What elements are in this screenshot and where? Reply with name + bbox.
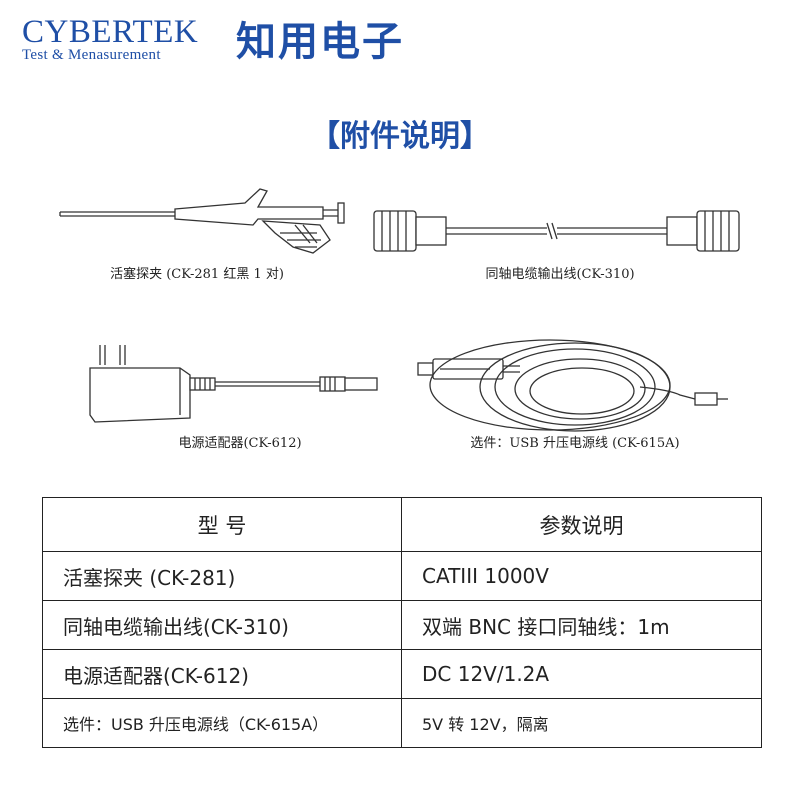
coaxial-cable-icon xyxy=(373,210,740,252)
cell-spec: CATIII 1000V xyxy=(401,551,762,601)
caption-usb-boost-cable: 选件：USB 升压电源线 (CK-615A) xyxy=(470,436,680,451)
plunger-probe-clip-icon xyxy=(59,188,345,254)
table-row: 同轴电缆输出线(CK-310) 双端 BNC 接口同轴线：1m xyxy=(42,600,762,650)
header-model: 型 号 xyxy=(42,497,402,552)
brand-name: CYBERTEK xyxy=(22,14,199,50)
accessory-spec-table: 型 号 参数说明 活塞探夹 (CK-281) CATIII 1000V 同轴电缆… xyxy=(42,497,762,748)
cell-model: 同轴电缆输出线(CK-310) xyxy=(42,600,402,650)
caption-probe-clip: 活塞探夹 (CK-281 红黑 1 对) xyxy=(110,267,284,282)
brand-logo: CYBERTEK Test & Menasurement xyxy=(22,14,222,63)
caption-coaxial-cable: 同轴电缆输出线(CK-310) xyxy=(485,267,635,282)
section-title: 【附件说明】 xyxy=(310,119,490,154)
brand-chinese-name: 知用电子 xyxy=(236,19,404,65)
table-row: 电源适配器(CK-612) DC 12V/1.2A xyxy=(42,649,762,699)
header-spec: 参数说明 xyxy=(401,497,762,552)
cell-spec: 5V 转 12V，隔离 xyxy=(401,698,762,748)
table-row: 活塞探夹 (CK-281) CATIII 1000V xyxy=(42,551,762,601)
brand-tagline: Test & Menasurement xyxy=(22,47,161,63)
caption-power-adapter: 电源适配器(CK-612) xyxy=(178,436,302,451)
cell-model: 活塞探夹 (CK-281) xyxy=(42,551,402,601)
cell-spec: 双端 BNC 接口同轴线：1m xyxy=(401,600,762,650)
table-row: 选件：USB 升压电源线（CK-615A） 5V 转 12V，隔离 xyxy=(42,698,762,748)
power-adapter-icon xyxy=(89,345,378,423)
table-header-row: 型 号 参数说明 xyxy=(42,497,762,552)
cell-model: 电源适配器(CK-612) xyxy=(42,649,402,699)
cell-spec: DC 12V/1.2A xyxy=(401,649,762,699)
usb-boost-cable-icon xyxy=(417,339,728,432)
cell-model: 选件：USB 升压电源线（CK-615A） xyxy=(42,698,402,748)
